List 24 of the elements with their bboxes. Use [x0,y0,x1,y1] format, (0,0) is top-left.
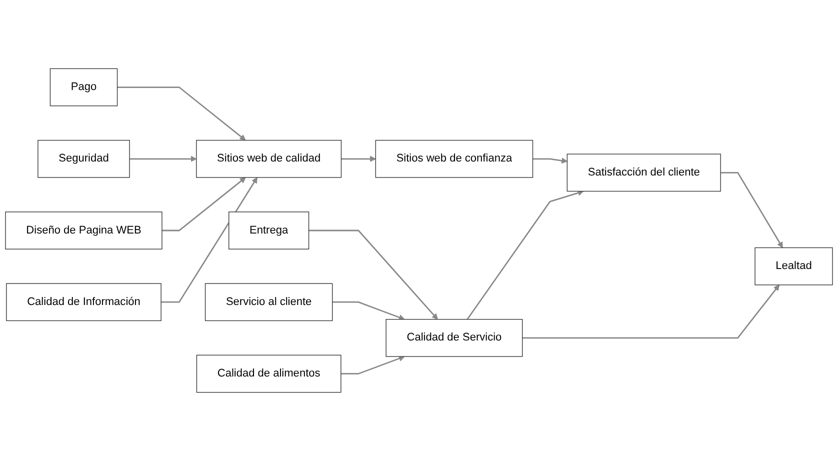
arrow [532,158,568,164]
arrow [720,172,783,248]
arrow [161,177,258,303]
node-box: Entrega [228,212,310,250]
node-box: Calidad de Servicio [386,318,523,357]
arrow [130,156,197,162]
arrow [341,156,376,162]
node-box: Calidad de Información [6,283,162,322]
node-box: Satisfacción del cliente [566,154,721,192]
node-box: Servicio al cliente [204,283,333,322]
node-box: Pago [50,68,118,106]
arrow [117,86,246,141]
node-box: Seguridad [38,140,130,178]
node-box: Sitios web de confianza [375,140,534,178]
node-box: Diseño de Pagina WEB [5,212,162,250]
arrow [522,284,780,339]
arrow [162,177,246,232]
arrow [332,301,405,320]
node-box: Lealtad [754,247,833,286]
node-box: Calidad de alimentos [196,354,342,393]
arrow [340,356,405,374]
arrow [466,190,584,320]
node-box: Sitios web de calidad [196,140,342,178]
arrow [308,230,438,320]
